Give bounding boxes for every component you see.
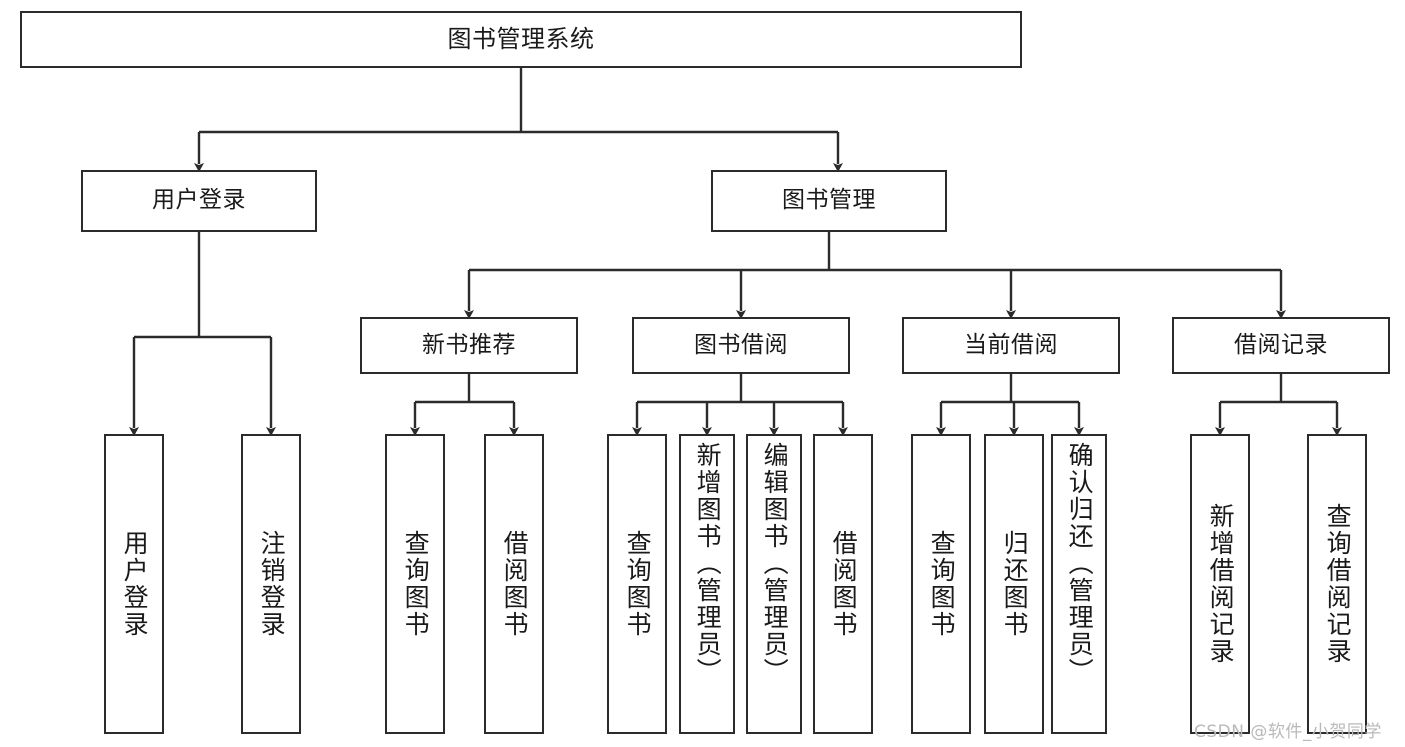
node-leaf-query-record[interactable]: 查询借阅记录: [1307, 434, 1367, 734]
node-leaf-query-book-3-label: 查询图书: [927, 530, 957, 638]
node-new-book-rec-label: 新书推荐: [422, 331, 516, 358]
node-leaf-borrow-book-2[interactable]: 借阅图书: [813, 434, 873, 734]
csdn-watermark: CSDN @软件_小贺同学: [1194, 722, 1382, 742]
node-book-borrow[interactable]: 图书借阅: [632, 317, 850, 374]
node-leaf-add-book-label: 新增图书（管理员）: [693, 442, 723, 685]
node-leaf-return-book[interactable]: 归还图书: [984, 434, 1044, 734]
node-root-label: 图书管理系统: [447, 25, 595, 54]
node-user-login-label: 用户登录: [152, 187, 246, 214]
node-leaf-confirm-return-label: 确认归还（管理员）: [1065, 442, 1095, 685]
node-leaf-logout[interactable]: 注销登录: [241, 434, 301, 734]
node-book-borrow-label: 图书借阅: [694, 331, 788, 358]
node-leaf-query-book-1[interactable]: 查询图书: [385, 434, 445, 734]
node-book-manage-label: 图书管理: [782, 187, 876, 214]
node-borrow-record[interactable]: 借阅记录: [1172, 317, 1390, 374]
node-leaf-edit-book[interactable]: 编辑图书（管理员）: [746, 434, 802, 734]
node-leaf-logout-label: 注销登录: [257, 530, 287, 638]
node-leaf-borrow-book-1[interactable]: 借阅图书: [484, 434, 544, 734]
node-leaf-query-record-label: 查询借阅记录: [1323, 503, 1353, 665]
node-leaf-add-book[interactable]: 新增图书（管理员）: [679, 434, 735, 734]
node-current-borrow[interactable]: 当前借阅: [902, 317, 1120, 374]
node-leaf-borrow-book-2-label: 借阅图书: [829, 530, 859, 638]
node-book-manage[interactable]: 图书管理: [711, 170, 947, 232]
node-root[interactable]: 图书管理系统: [20, 11, 1022, 68]
node-leaf-add-record-label: 新增借阅记录: [1206, 503, 1236, 665]
node-leaf-return-book-label: 归还图书: [1000, 530, 1030, 638]
node-leaf-edit-book-label: 编辑图书（管理员）: [760, 442, 790, 685]
node-leaf-confirm-return[interactable]: 确认归还（管理员）: [1051, 434, 1107, 734]
node-leaf-user-login-label: 用户登录: [120, 530, 150, 638]
node-leaf-query-book-2-label: 查询图书: [623, 530, 653, 638]
node-user-login[interactable]: 用户登录: [81, 170, 317, 232]
node-current-borrow-label: 当前借阅: [964, 331, 1058, 358]
node-leaf-borrow-book-1-label: 借阅图书: [500, 530, 530, 638]
node-leaf-add-record[interactable]: 新增借阅记录: [1190, 434, 1250, 734]
node-new-book-rec[interactable]: 新书推荐: [360, 317, 578, 374]
node-leaf-query-book-1-label: 查询图书: [401, 530, 431, 638]
node-leaf-query-book-3[interactable]: 查询图书: [911, 434, 971, 734]
node-borrow-record-label: 借阅记录: [1234, 331, 1328, 358]
node-leaf-user-login[interactable]: 用户登录: [104, 434, 164, 734]
node-leaf-query-book-2[interactable]: 查询图书: [607, 434, 667, 734]
